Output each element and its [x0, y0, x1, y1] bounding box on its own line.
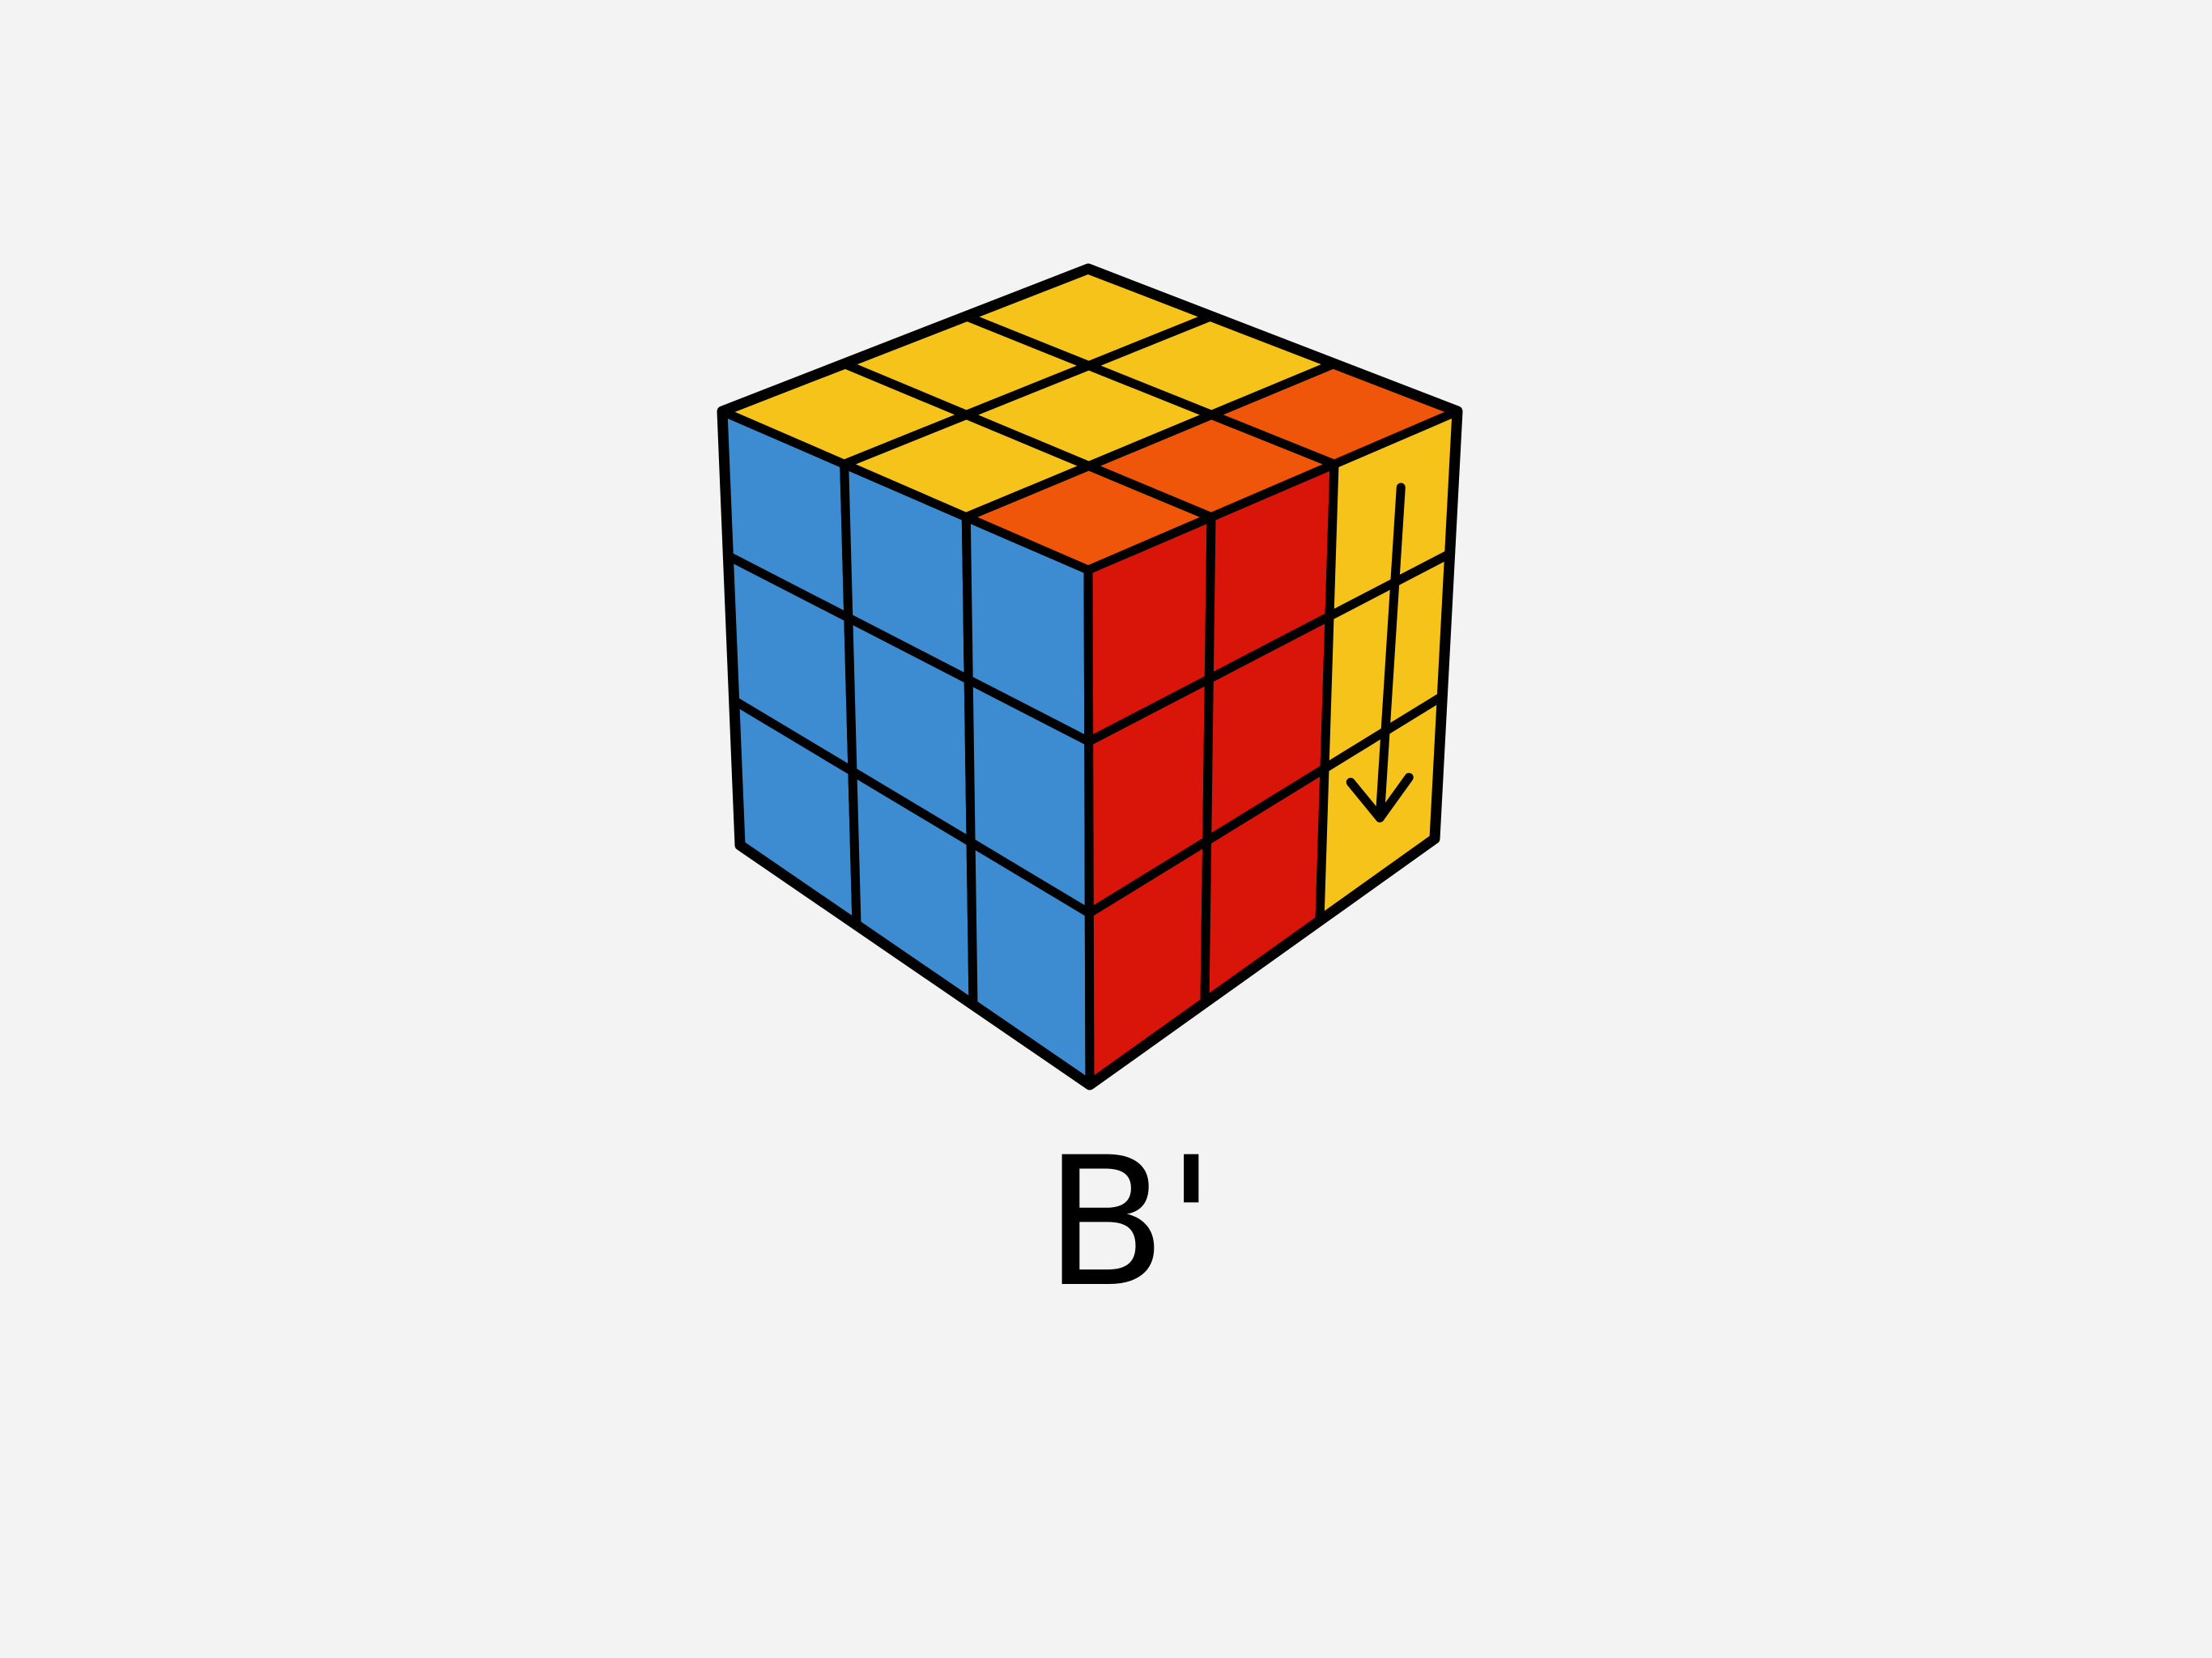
cube-faces	[717, 264, 1462, 1090]
arrow-down-icon	[1346, 483, 1414, 823]
cube-grid-lines	[717, 263, 1463, 1090]
move-notation: B'	[1044, 1119, 1216, 1326]
arrow-head	[1346, 772, 1414, 823]
arrow-shaft	[1375, 483, 1406, 823]
cube-outline	[717, 263, 1463, 1090]
